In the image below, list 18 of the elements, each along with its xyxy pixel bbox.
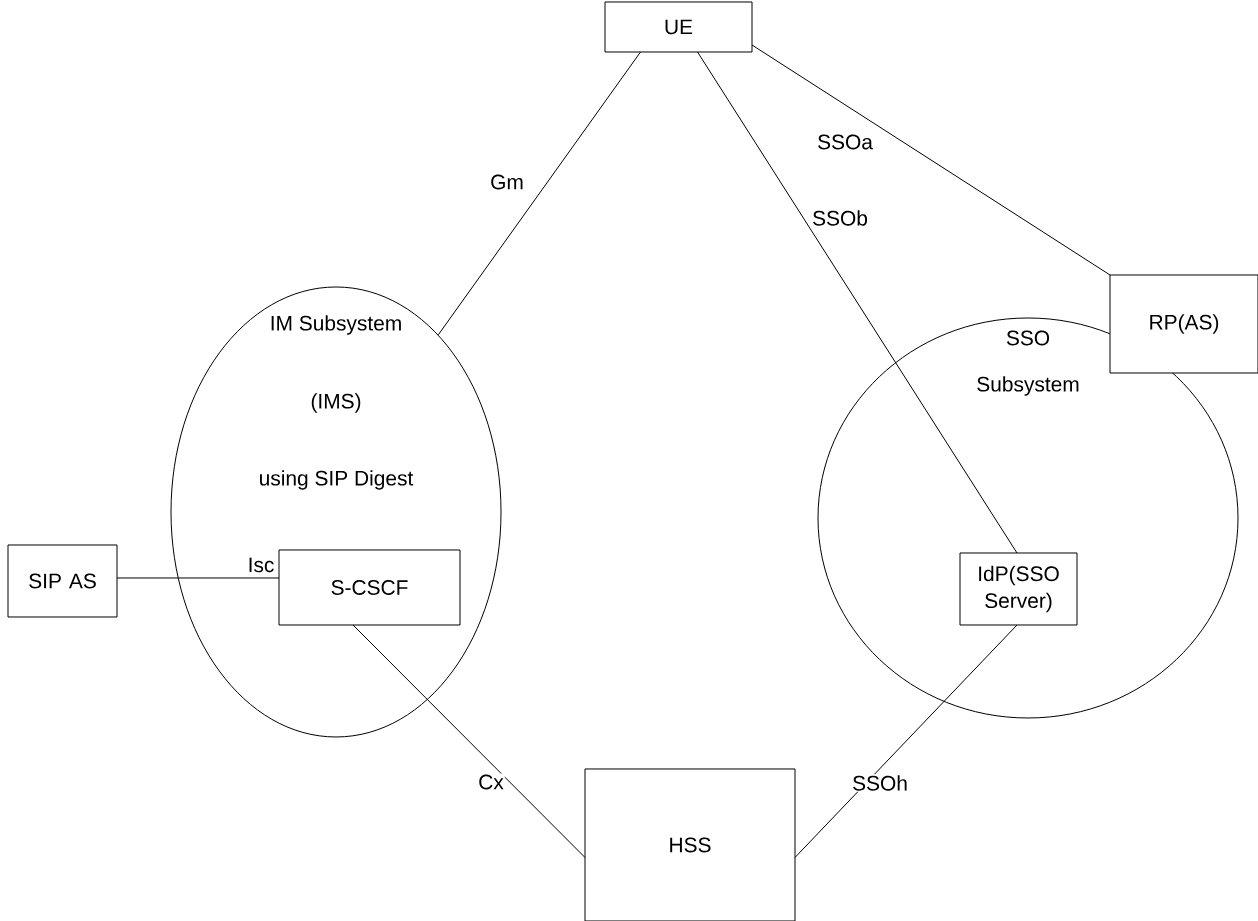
- connector-line: [437, 51, 641, 336]
- box: RP(AS): [1109, 274, 1258, 374]
- edge-label: Gm: [489, 173, 525, 191]
- edge-label: Cx: [477, 773, 505, 791]
- connector-line: [794, 624, 1018, 858]
- connector-line: [751, 44, 1111, 276]
- box: S-CSCF: [278, 549, 461, 626]
- edge-label: SSOa: [816, 133, 874, 151]
- box: IdP(SSO Server): [959, 552, 1078, 626]
- edge-label: Isc: [246, 556, 276, 574]
- box: SIP AS: [7, 544, 118, 618]
- edge-label: SSOh: [851, 774, 909, 792]
- connector-line: [352, 624, 586, 858]
- edge-label: SSOb: [811, 209, 869, 227]
- box: UE: [604, 1, 753, 53]
- box: HSS: [584, 768, 796, 921]
- connector-line: [116, 577, 280, 579]
- connector-line: [697, 51, 1018, 554]
